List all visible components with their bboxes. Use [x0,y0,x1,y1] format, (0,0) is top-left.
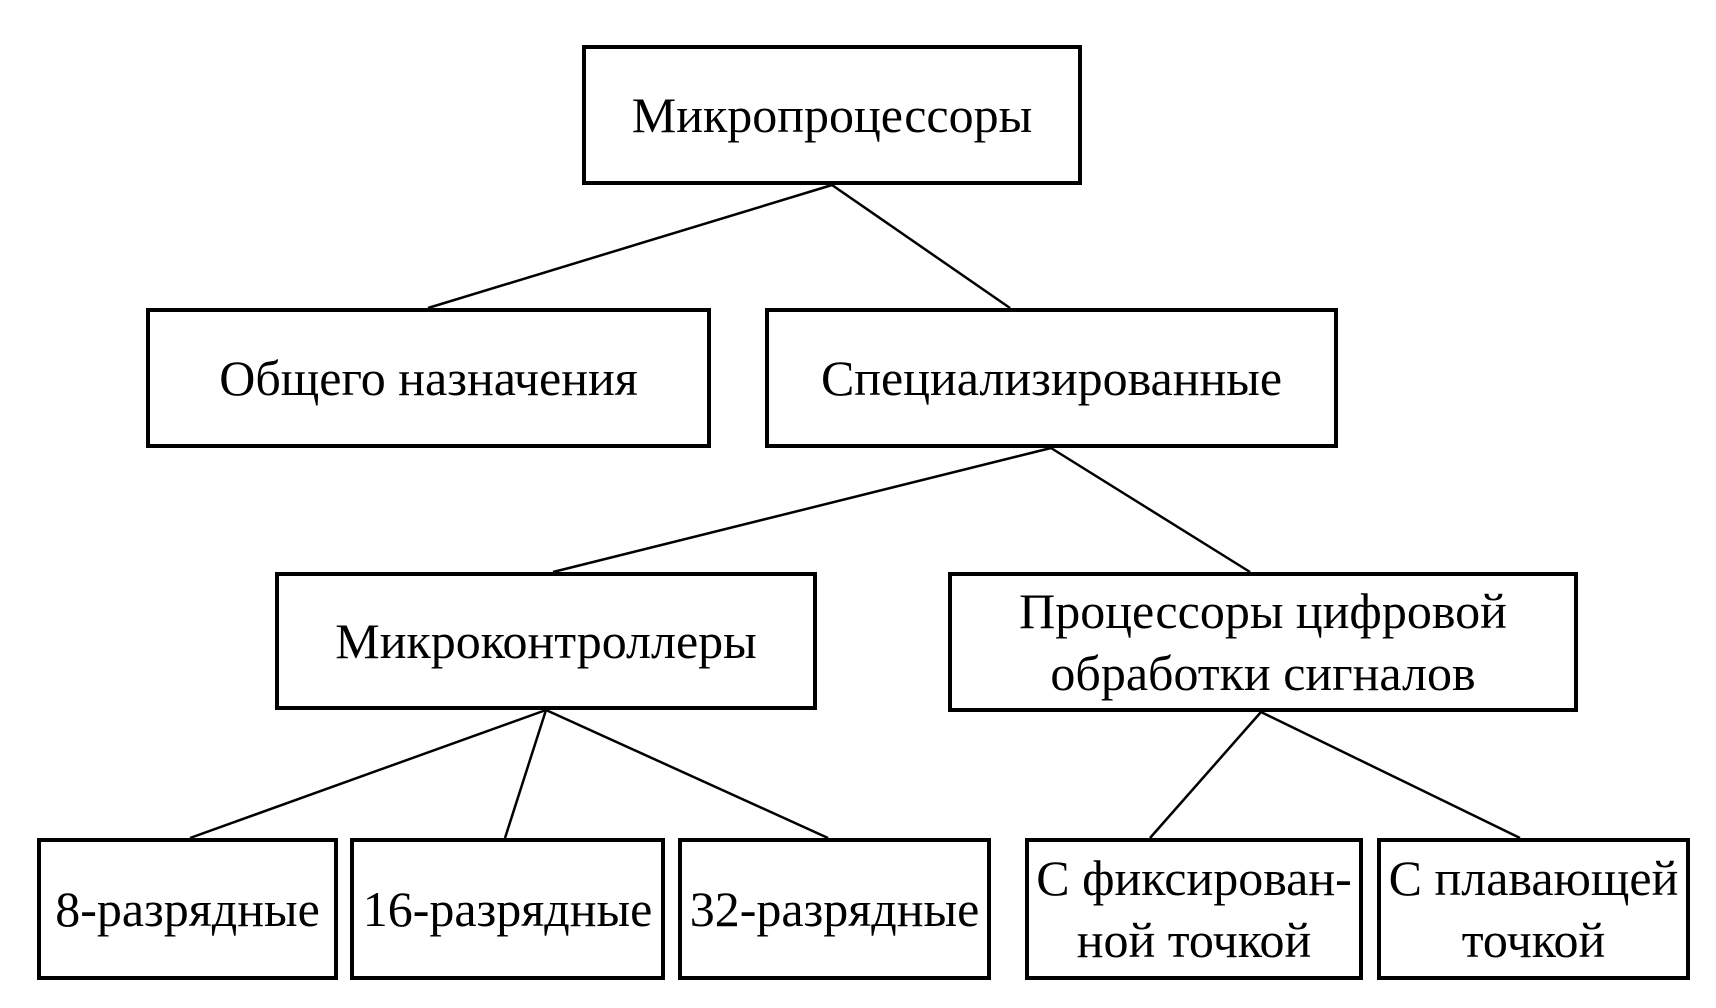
node-digital-signal-processors-label-line1: Процессоры цифровой [1019,583,1507,639]
node-16-bit: 16-разрядные [350,838,665,980]
node-digital-signal-processors-label-line2: обработки сигналов [1050,645,1476,701]
node-fixed-point-label-line2: ной точкой [1076,912,1312,968]
node-specialized-label: Специализированные [820,350,1283,406]
node-specialized: Специализированные [765,308,1338,448]
connector-mcu-b16 [503,709,548,839]
node-8-bit-label: 8-разрядные [55,881,320,937]
node-microprocessors: Микропроцессоры [582,45,1082,185]
node-microcontrollers-label: Микроконтроллеры [335,613,757,669]
node-microprocessors-label: Микропроцессоры [631,87,1033,143]
connector-dsp-fixed [1149,711,1262,839]
node-32-bit-label: 32-разрядные [689,881,980,937]
node-general-purpose: Общего назначения [146,308,711,448]
node-general-purpose-label: Общего назначения [219,350,638,406]
connector-specialized-mcu [552,446,1052,574]
node-8-bit: 8-разрядные [37,838,338,980]
node-floating-point-label-line2: точкой [1461,912,1606,968]
node-floating-point: С плавающей точкой [1377,838,1690,980]
connector-mcu-b8 [189,708,547,840]
node-fixed-point: С фиксирован- ной точкой [1025,838,1363,980]
node-16-bit-label: 16-разрядные [362,881,653,937]
connector-specialized-dsp [1050,446,1251,574]
connector-mcu-b32 [545,708,829,840]
node-32-bit: 32-разрядные [678,838,991,980]
connector-dsp-floating [1260,710,1521,840]
node-microcontrollers: Микроконтроллеры [275,572,817,710]
connector-root-general [427,183,833,310]
node-floating-point-label-line1: С плавающей [1388,850,1679,906]
node-digital-signal-processors: Процессоры цифровой обработки сигналов [948,572,1578,712]
connector-root-specialized [831,183,1011,310]
node-fixed-point-label-line1: С фиксирован- [1036,850,1352,906]
